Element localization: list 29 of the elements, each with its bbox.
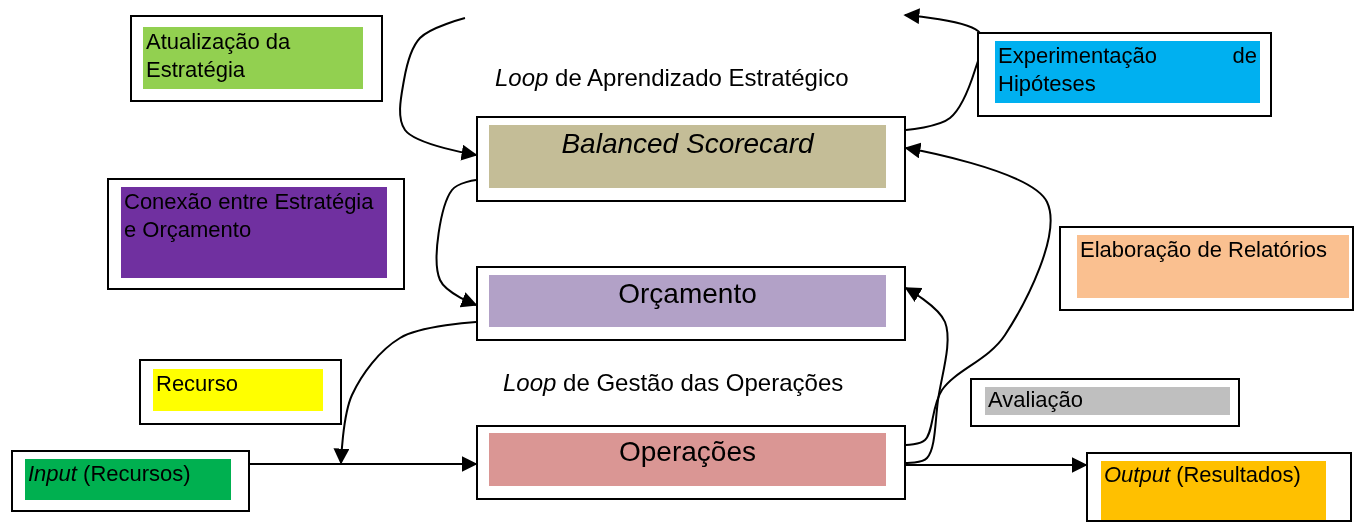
process-box xyxy=(11,450,250,512)
box-label: Experimentação de Hipóteses xyxy=(995,41,1260,103)
box-label: Elaboração de Relatórios xyxy=(1077,235,1349,298)
process-box xyxy=(476,116,906,202)
process-box xyxy=(977,32,1272,117)
arrow xyxy=(249,456,478,472)
loop-label: Loop de Gestão das Operações xyxy=(503,369,844,397)
loop-label: Loop de Aprendizado Estratégico xyxy=(495,64,849,92)
process-box xyxy=(130,15,383,102)
process-box xyxy=(476,266,906,341)
box-label: Balanced Scorecard xyxy=(489,125,886,188)
process-box xyxy=(139,359,342,425)
box-label: Output (Resultados) xyxy=(1101,461,1326,520)
arrow xyxy=(905,457,1088,473)
box-label: Conexão entre Estratégia e Orçamento xyxy=(121,187,387,278)
box-label: Orçamento xyxy=(489,275,886,327)
process-box xyxy=(107,178,405,290)
box-label: Atualização da Estratégia xyxy=(143,27,363,89)
process-box xyxy=(970,378,1240,427)
process-box xyxy=(1059,226,1354,311)
box-label: Avaliação xyxy=(985,387,1230,415)
box-label: Input (Recursos) xyxy=(25,459,231,500)
box-label: Recurso xyxy=(153,369,323,411)
arrow xyxy=(435,179,478,308)
process-box xyxy=(1086,452,1352,522)
arrow xyxy=(333,321,477,465)
arrow xyxy=(399,17,478,161)
box-label: Operações xyxy=(489,433,886,486)
process-box xyxy=(476,425,906,500)
